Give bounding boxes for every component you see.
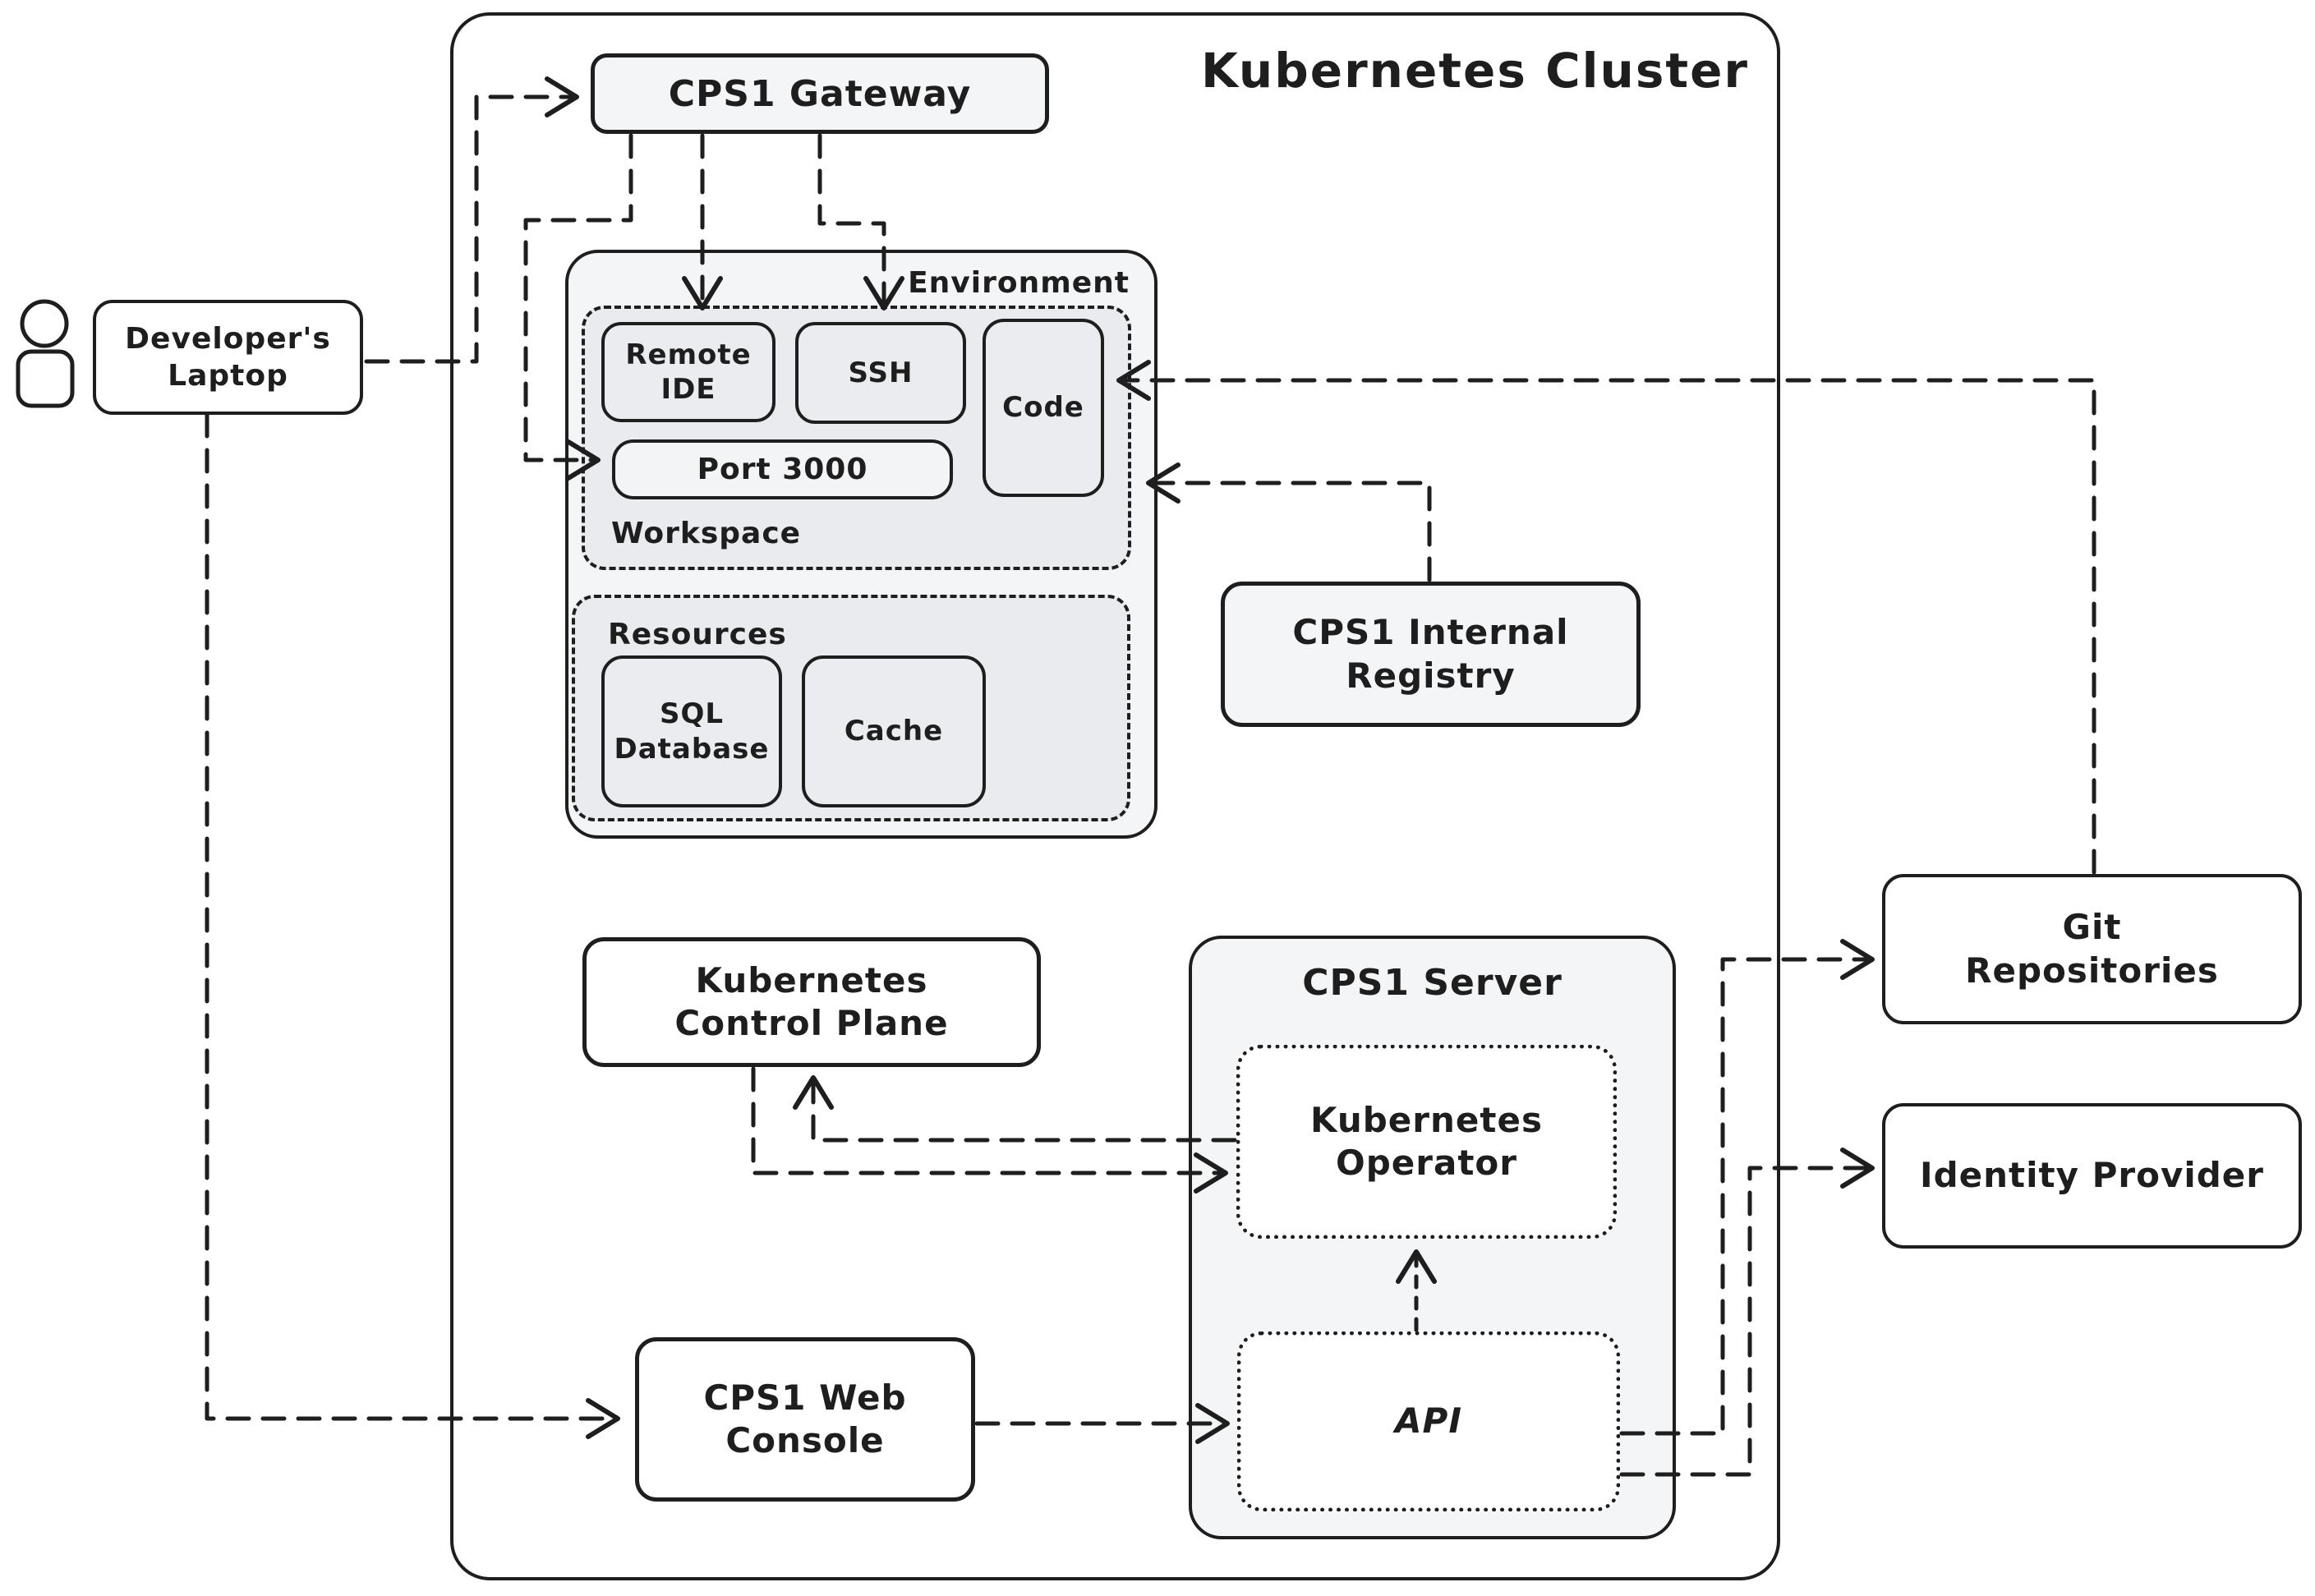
cps1-web-console-label: CPS1 Web Console bbox=[703, 1377, 907, 1461]
node-cps1-gateway: CPS1 Gateway bbox=[591, 53, 1049, 134]
node-sql-database: SQL Database bbox=[601, 655, 782, 807]
node-git-repositories: Git Repositories bbox=[1882, 874, 2302, 1024]
kubernetes-cluster-title: Kubernetes Cluster bbox=[1201, 43, 1750, 99]
node-port-3000: Port 3000 bbox=[612, 439, 953, 499]
node-cps1-web-console: CPS1 Web Console bbox=[635, 1337, 975, 1502]
code-label: Code bbox=[1002, 391, 1084, 425]
developer-icon bbox=[16, 299, 75, 408]
cps1-server-label: CPS1 Server bbox=[1302, 962, 1563, 1004]
node-cache: Cache bbox=[802, 655, 986, 807]
port-3000-label: Port 3000 bbox=[697, 453, 868, 486]
cache-label: Cache bbox=[844, 715, 944, 748]
identity-provider-label: Identity Provider bbox=[1919, 1155, 2264, 1196]
node-code: Code bbox=[983, 319, 1104, 497]
cps1-internal-registry-label: CPS1 Internal Registry bbox=[1292, 612, 1569, 696]
node-api: API bbox=[1237, 1332, 1620, 1511]
node-kubernetes-control-plane: Kubernetes Control Plane bbox=[582, 937, 1041, 1067]
node-cps1-internal-registry: CPS1 Internal Registry bbox=[1221, 582, 1641, 727]
node-ssh: SSH bbox=[795, 322, 966, 424]
workspace-label: Workspace bbox=[611, 517, 802, 550]
node-remote-ide: Remote IDE bbox=[601, 322, 776, 422]
api-label: API bbox=[1395, 1401, 1462, 1442]
developer-laptop-label: Developer's Laptop bbox=[125, 322, 331, 393]
ssh-label: SSH bbox=[848, 356, 914, 389]
node-kubernetes-operator: Kubernetes Operator bbox=[1236, 1045, 1617, 1239]
node-identity-provider: Identity Provider bbox=[1882, 1103, 2302, 1249]
kubernetes-operator-label: Kubernetes Operator bbox=[1310, 1099, 1543, 1184]
kubernetes-control-plane-label: Kubernetes Control Plane bbox=[674, 959, 949, 1044]
remote-ide-label: Remote IDE bbox=[625, 338, 752, 407]
sql-database-label: SQL Database bbox=[614, 697, 770, 766]
environment-label: Environment bbox=[908, 266, 1130, 300]
cps1-gateway-label: CPS1 Gateway bbox=[668, 72, 972, 115]
node-developer-laptop: Developer's Laptop bbox=[93, 300, 363, 415]
git-repositories-label: Git Repositories bbox=[1965, 907, 2219, 991]
resources-label: Resources bbox=[608, 618, 787, 651]
